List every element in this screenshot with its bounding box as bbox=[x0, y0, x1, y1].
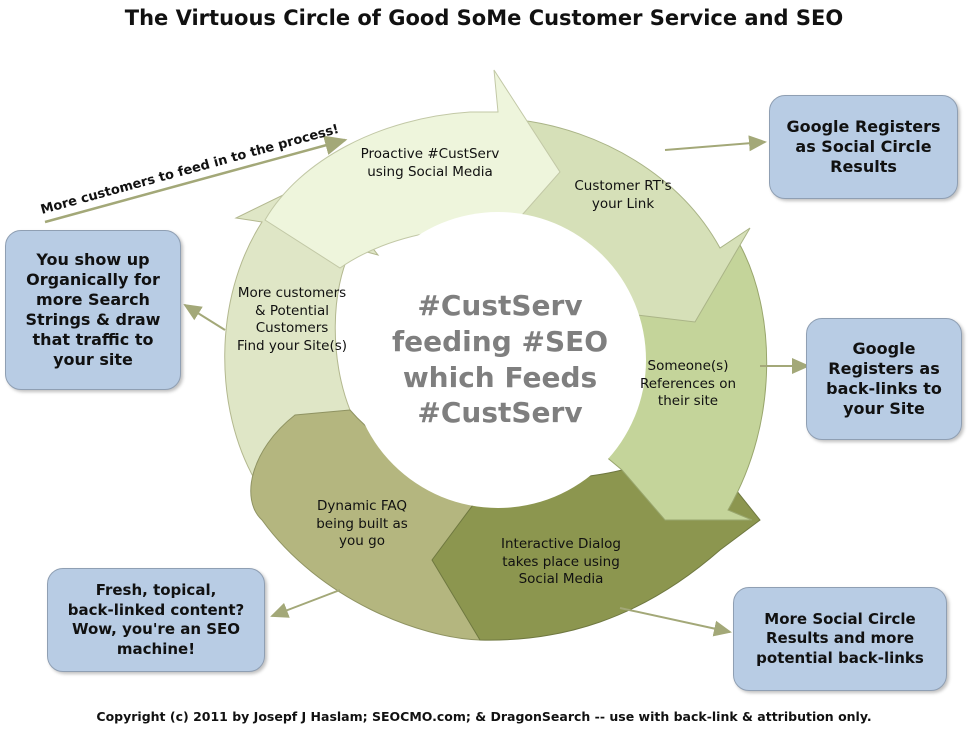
segment-label-faq: Dynamic FAQ being built as you go bbox=[316, 498, 408, 550]
box-more-results: More Social Circle Results and more pote… bbox=[733, 587, 947, 691]
box-organic-text: You show up Organically for more Search … bbox=[25, 250, 161, 369]
box-google-backlinks-text: Google Registers as back-links to your S… bbox=[826, 339, 942, 418]
connector-google-social bbox=[664, 135, 767, 152]
connector-fresh-content bbox=[270, 589, 341, 618]
segment-label-proactive: Proactive #CustServ using Social Media bbox=[360, 146, 500, 180]
box-google-social: Google Registers as Social Circle Result… bbox=[769, 95, 958, 199]
center-circle bbox=[350, 212, 646, 508]
segment-label-references: Someone(s) References on their site bbox=[639, 358, 737, 410]
center-line: which Feeds bbox=[402, 360, 598, 394]
connector-more-results bbox=[619, 607, 732, 637]
connector-organic bbox=[183, 303, 226, 331]
segment-label-customer-rt: Customer RT's your Link bbox=[574, 178, 672, 212]
box-fresh-content-text: Fresh, topical, back-linked content? Wow… bbox=[67, 581, 245, 658]
center-line: #CustServ bbox=[417, 289, 583, 322]
box-organic: You show up Organically for more Search … bbox=[5, 230, 181, 390]
box-google-backlinks: Google Registers as back-links to your S… bbox=[806, 318, 962, 440]
segment-label-find-site: More customers & Potential Customers Fin… bbox=[236, 285, 348, 354]
segment-label-dialog: Interactive Dialog takes place using Soc… bbox=[500, 536, 621, 588]
feed-arrow bbox=[44, 135, 348, 224]
center-text: #CustServ feeding #SEO which Feeds #Cust… bbox=[380, 288, 620, 431]
box-google-social-text: Google Registers as Social Circle Result… bbox=[786, 117, 941, 176]
center-line: #CustServ bbox=[417, 396, 583, 430]
copyright-footer: Copyright (c) 2011 by Josepf J Haslam; S… bbox=[96, 709, 872, 724]
center-line: feeding #SEO bbox=[391, 324, 609, 358]
box-fresh-content: Fresh, topical, back-linked content? Wow… bbox=[47, 568, 265, 672]
diagram-title: The Virtuous Circle of Good SoMe Custome… bbox=[124, 6, 844, 30]
box-more-results-text: More Social Circle Results and more pote… bbox=[756, 609, 924, 667]
